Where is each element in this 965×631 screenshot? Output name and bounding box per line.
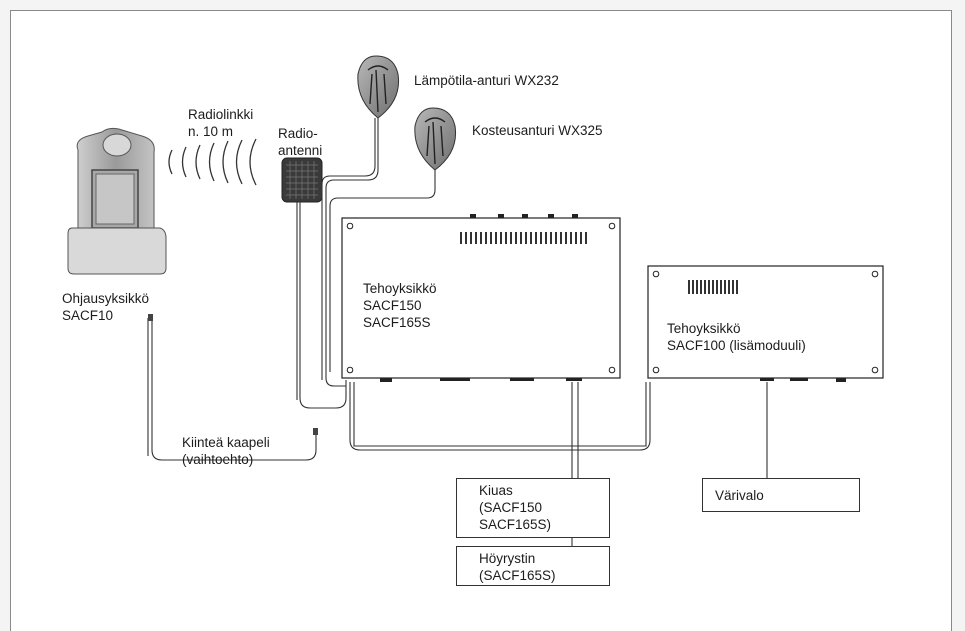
humidity-sensor-label: Kosteusanturi WX325 — [472, 123, 603, 138]
power-unit-main-box — [341, 214, 621, 382]
power-unit-main-label: Tehoyksikkö SACF150 SACF165S — [363, 281, 437, 330]
steamer-box: Höyrystin (SACF165S) — [456, 546, 610, 586]
power-unit-extra-label: Tehoyksikkö SACF100 (lisämoduuli) — [667, 321, 806, 353]
antenna-label: Radio- antenni — [278, 126, 323, 158]
temp-sensor-label: Lämpötila-anturi WX232 — [414, 73, 559, 88]
power-unit-extra-box — [647, 265, 884, 382]
radio-antenna — [281, 157, 323, 203]
color-light-box: Värivalo — [702, 478, 860, 512]
radio-waves — [168, 138, 257, 186]
control-unit-label: Ohjausyksikkö SACF10 — [62, 291, 150, 323]
humidity-sensor-device — [414, 107, 457, 171]
radiolink-label: Radiolinkki n. 10 m — [188, 107, 254, 139]
temperature-sensor-device — [357, 55, 400, 119]
color-light-label: Värivalo — [715, 488, 764, 503]
heater-label: Kiuas (SACF150 SACF165S) — [479, 483, 552, 532]
heater-box: Kiuas (SACF150 SACF165S) — [456, 478, 610, 538]
steamer-label: Höyrystin (SACF165S) — [479, 551, 556, 583]
control-unit-device — [67, 127, 167, 275]
cables — [147, 118, 768, 546]
fixed-cable-label: Kiinteä kaapeli (vaihtoehto) — [182, 435, 270, 467]
